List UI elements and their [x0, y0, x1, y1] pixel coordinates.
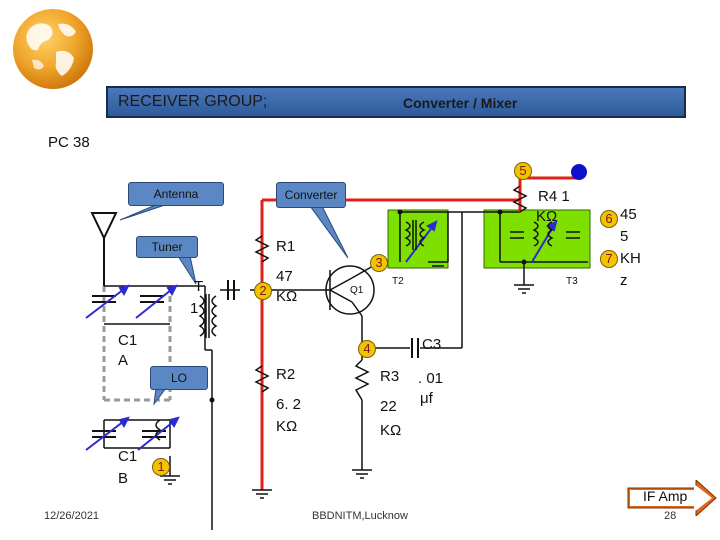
- label-r3-value: 22: [380, 398, 397, 415]
- label-q1: Q1: [350, 285, 364, 296]
- subtitle-pc38: PC 38: [48, 134, 90, 151]
- label-r4-unit: KΩ: [536, 208, 558, 225]
- label-c3-value: . 01: [418, 370, 444, 387]
- label-r2-unit: KΩ: [276, 418, 298, 435]
- label-c1b-suffix: B: [118, 470, 129, 487]
- label-r1-value: 47: [276, 268, 293, 285]
- label-c1b: C1: [118, 448, 138, 465]
- lo-callout: LO: [150, 366, 208, 390]
- marker-6: 6: [600, 210, 618, 228]
- marker-5: 5: [514, 162, 532, 180]
- marker-3: 3: [370, 254, 388, 272]
- label-freq-kh: KH: [620, 250, 641, 267]
- antenna-icon: [90, 212, 118, 286]
- title-converter-mixer: Converter / Mixer: [403, 95, 518, 111]
- footer-institute: BBDNITM,Lucknow: [312, 510, 408, 522]
- tuner-callout: Tuner: [136, 236, 198, 258]
- marker-1: 1: [152, 458, 170, 476]
- label-r4: R4 1: [538, 188, 570, 205]
- label-t2: T2: [392, 276, 404, 287]
- label-r2-value: 6. 2: [276, 396, 302, 413]
- label-r2: R2: [276, 366, 296, 383]
- label-r3-unit: KΩ: [380, 422, 402, 439]
- label-freq-45: 45: [620, 206, 637, 223]
- label-freq-5: 5: [620, 228, 629, 245]
- if-amp-label[interactable]: IF Amp: [643, 488, 688, 504]
- globe-logo: [13, 9, 93, 89]
- supply-terminal-icon: [571, 164, 587, 180]
- converter-callout: Converter: [276, 182, 346, 208]
- label-c3-unit: μf: [420, 390, 433, 407]
- antenna-callout: Antenna: [128, 182, 224, 206]
- label-t1: T: [194, 278, 204, 295]
- t2-box: [387, 209, 449, 269]
- label-r3: R3: [380, 368, 400, 385]
- footer-date: 12/26/2021: [44, 510, 100, 522]
- label-freq-z: z: [620, 272, 628, 289]
- label-c3: C3: [422, 336, 442, 353]
- marker-7: 7: [600, 250, 618, 268]
- footer-page-number: 28: [664, 510, 677, 522]
- label-r1: R1: [276, 238, 296, 255]
- label-c1a: C1: [118, 332, 138, 349]
- label-t1-index: 1: [190, 300, 199, 317]
- marker-2: 2: [254, 282, 272, 300]
- ground-icon: [160, 261, 534, 499]
- marker-4: 4: [358, 340, 376, 358]
- title-bar: RECEIVER GROUP; Converter / Mixer: [106, 86, 686, 118]
- title-receiver-group: RECEIVER GROUP;: [118, 93, 268, 110]
- label-t3: T3: [566, 276, 578, 287]
- label-c1a-suffix: A: [118, 352, 129, 369]
- label-r1-unit: KΩ: [276, 288, 298, 305]
- transistor-q1-icon: [325, 265, 375, 315]
- if-amp-next-button[interactable]: [626, 480, 718, 516]
